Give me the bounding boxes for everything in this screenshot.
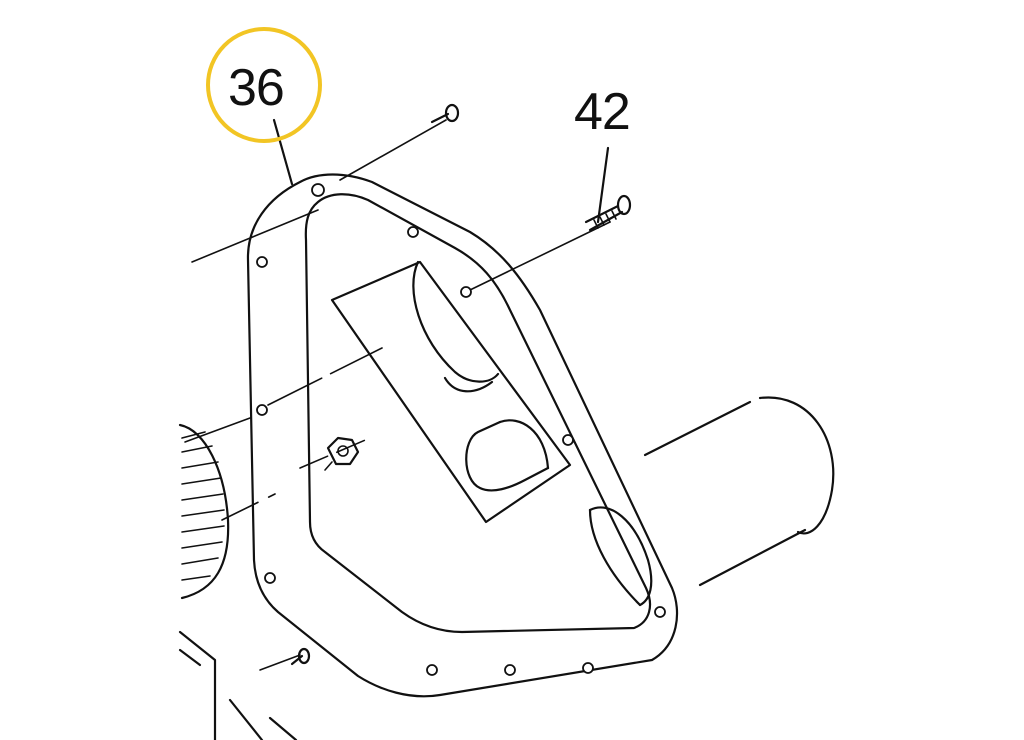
motor-shaft-cylinder: [588, 396, 835, 607]
callout-36-label: 36: [228, 59, 285, 117]
callout-42-label: 42: [574, 83, 631, 141]
hex-nut: [324, 436, 360, 471]
alignment-lines: [184, 119, 611, 671]
gasket-36: [246, 173, 679, 698]
leader-36: [272, 118, 294, 186]
screw-bottom: [290, 647, 311, 666]
cover-plate: [330, 260, 572, 524]
highlight-circle: [206, 27, 322, 143]
fan-housing-fragment: [178, 423, 298, 740]
leader-42: [596, 146, 610, 224]
screw-42: [584, 194, 632, 232]
screw-top: [430, 103, 460, 124]
